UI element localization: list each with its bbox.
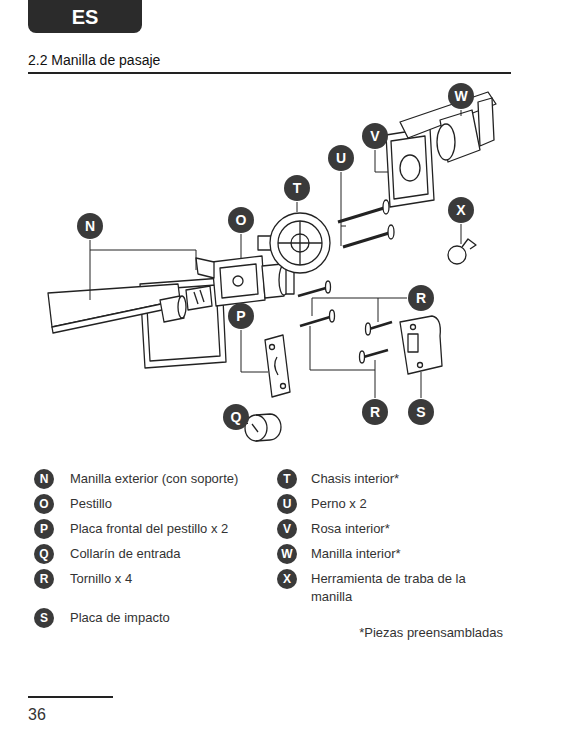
callout-circle: Q	[223, 404, 249, 430]
callout-letter: V	[370, 129, 379, 143]
page-number: 36	[28, 706, 46, 724]
callout-circle: R	[362, 399, 388, 425]
callout-letter: S	[416, 405, 425, 419]
callout-circle: W	[277, 544, 297, 564]
callout-letter: V	[283, 523, 291, 535]
callout-circle: N	[34, 469, 54, 489]
callout-letter: Q	[231, 410, 242, 424]
callout-letter: N	[40, 473, 49, 485]
callout-letter: R	[416, 291, 426, 305]
callout-circle: V	[277, 519, 297, 539]
callout-circle: P	[228, 303, 254, 329]
callout-letter: W	[281, 548, 292, 560]
part-name: Collarín de entrada	[70, 545, 181, 563]
callout-circle: R	[34, 569, 54, 589]
part-name: Rosa interior*	[311, 520, 390, 538]
callout-letter: U	[283, 498, 292, 510]
part-name: Manilla exterior (con soporte)	[70, 470, 238, 488]
callout-circle: U	[277, 494, 297, 514]
callout-circle: W	[448, 83, 474, 109]
callout-letter: N	[85, 219, 95, 233]
callout-letter: O	[236, 213, 247, 227]
part-name: Herramienta de traba de la manilla	[311, 570, 506, 606]
section-title: 2.2 Manilla de pasaje	[28, 52, 160, 68]
callout-letter: P	[236, 309, 245, 323]
callout-letter: T	[293, 181, 302, 195]
callout-circle: N	[77, 213, 103, 239]
callout-circle: X	[448, 197, 474, 223]
callout-circle: T	[284, 175, 310, 201]
part-name: Manilla interior*	[311, 545, 401, 563]
part-name: Placa de impacto	[70, 609, 170, 627]
callout-letter: Q	[39, 548, 48, 560]
callout-circle: S	[34, 608, 54, 628]
callout-letter: T	[283, 473, 290, 485]
callout-letter: S	[40, 612, 48, 624]
language-tab: ES	[28, 0, 142, 33]
part-name: Chasis interior*	[311, 470, 399, 488]
part-name: Perno x 2	[311, 495, 367, 513]
callout-circle: O	[34, 494, 54, 514]
part-name: Placa frontal del pestillo x 2	[70, 520, 228, 538]
callout-letter: O	[39, 498, 48, 510]
callout-letter: W	[454, 89, 467, 103]
part-name: Pestillo	[70, 495, 112, 513]
callout-letter: U	[336, 151, 346, 165]
callout-circle: V	[362, 123, 388, 149]
callout-circle: R	[408, 285, 434, 311]
callout-letter: R	[40, 573, 49, 585]
callout-circle: O	[228, 207, 254, 233]
callout-circle: X	[277, 569, 297, 589]
callout-letter: P	[40, 523, 48, 535]
footnote: *Piezas preensambladas	[359, 624, 503, 642]
callout-letter: X	[456, 203, 465, 217]
callout-circle: T	[277, 469, 297, 489]
callout-circle: Q	[34, 544, 54, 564]
language-code: ES	[72, 7, 99, 27]
callout-circle: U	[328, 145, 354, 171]
callout-letter: R	[370, 405, 380, 419]
callout-circle: S	[408, 399, 434, 425]
callout-circle: P	[34, 519, 54, 539]
callout-letter: X	[283, 573, 291, 585]
part-name: Tornillo x 4	[70, 570, 132, 588]
